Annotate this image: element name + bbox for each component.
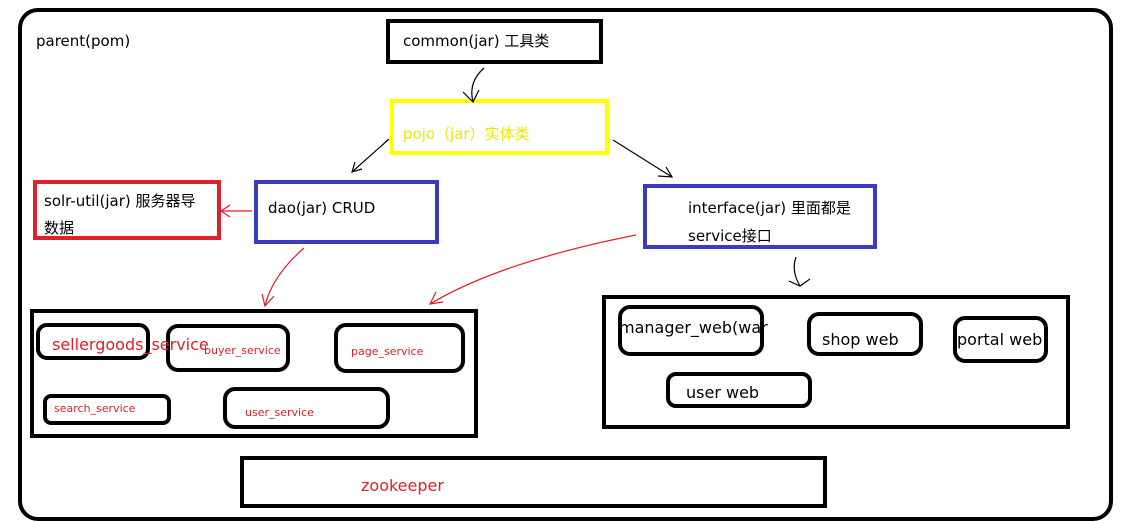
interface-label-line2: service接口 <box>688 227 772 245</box>
dao-label: dao(jar) CRUD <box>268 199 376 217</box>
red-arrows <box>219 204 637 308</box>
pojo-label: pojo（jar）实体类 <box>403 125 530 143</box>
common-box <box>386 19 603 64</box>
search-service-pill <box>43 394 171 425</box>
arrow-interface-to-web <box>793 256 801 287</box>
common-label: common(jar) 工具类 <box>403 32 550 50</box>
page-service-pill <box>334 323 465 373</box>
arrow-common-to-pojo-head <box>462 89 480 104</box>
pojo-box <box>390 99 609 155</box>
dependency-arrows <box>351 67 811 287</box>
sellergoods-service-label: sellergoods_service <box>52 335 209 354</box>
zookeeper-label: zookeeper <box>361 476 444 495</box>
arrow-interface-to-services-head <box>428 291 444 305</box>
shop-web-pill <box>807 312 923 356</box>
solr-util-label-line2: 数据 <box>44 219 75 237</box>
shop-web-label: shop web <box>822 330 899 349</box>
arrow-pojo-to-interface <box>612 139 673 178</box>
interface-box <box>643 184 877 249</box>
search-service-label: search_service <box>54 402 136 415</box>
user-web-pill <box>666 372 812 408</box>
arrow-pojo-to-interface-head <box>657 166 674 178</box>
zookeeper-box <box>240 456 827 508</box>
arrow-dao-to-solr-head <box>219 204 231 218</box>
arrow-dao-to-services <box>264 247 305 307</box>
solr-util-box <box>33 180 221 240</box>
arrow-interface-to-web-head <box>788 278 811 287</box>
sellergoods-pill <box>36 323 150 360</box>
buyer-service-pill <box>166 324 290 372</box>
buyer-service-label: buyer_service <box>204 344 281 357</box>
web-group-box <box>602 295 1070 429</box>
arrow-dao-to-services-head <box>261 293 275 308</box>
page-service-label: page_service <box>351 345 424 358</box>
user-service-pill <box>223 387 390 429</box>
portal-web-pill <box>953 316 1048 363</box>
arrow-common-to-pojo <box>471 67 485 103</box>
dao-box <box>254 180 439 244</box>
arrow-pojo-to-dao-head <box>351 161 363 173</box>
parent-label: parent(pom) <box>36 32 131 50</box>
services-group-box <box>30 309 478 438</box>
solr-util-label-line1: solr-util(jar) 服务器导 <box>44 192 196 210</box>
parent-container <box>18 8 1113 521</box>
user-service-label: user_service <box>245 406 314 419</box>
arrow-pojo-to-dao <box>351 138 390 173</box>
user-web-label: user web <box>686 383 760 402</box>
arrow-interface-to-services <box>429 234 637 305</box>
manager-web-label: manager_web(war <box>619 318 768 337</box>
manager-web-pill <box>618 305 764 356</box>
interface-label-line1: interface(jar) 里面都是 <box>688 199 851 217</box>
portal-web-label: portal web <box>957 330 1043 349</box>
